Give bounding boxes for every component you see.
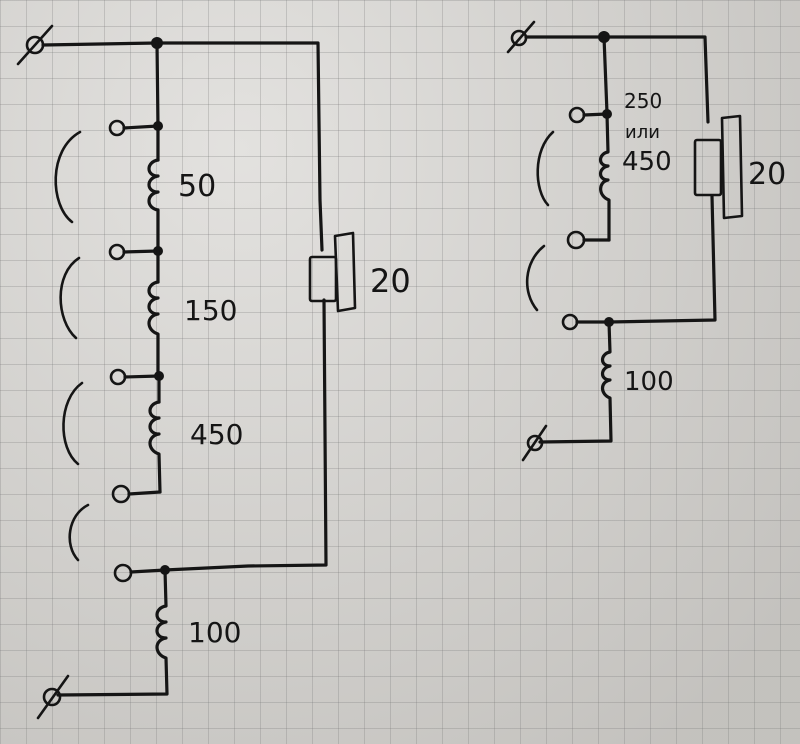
label-coil-450: 450 xyxy=(190,418,243,451)
left-circuit xyxy=(16,24,357,720)
right-main-wire xyxy=(602,35,609,115)
left-switch-arc-2 xyxy=(59,256,81,340)
label-coil-100-right: 100 xyxy=(624,367,674,397)
left-coil-100 xyxy=(56,568,169,697)
left-switch-arc-1 xyxy=(54,130,82,224)
label-coil-250: 250 xyxy=(624,89,662,113)
label-coil-or: или xyxy=(625,122,660,143)
right-tap-1 xyxy=(568,106,612,124)
label-capacitor-20-right: 20 xyxy=(748,157,786,192)
left-tap-2 xyxy=(108,243,163,261)
left-tap-4 xyxy=(111,484,162,504)
left-tap-3 xyxy=(109,368,164,386)
left-main-wire xyxy=(155,41,160,162)
left-tap-5 xyxy=(113,563,170,583)
right-coil-250-450 xyxy=(598,112,611,242)
label-coil-50: 50 xyxy=(178,169,216,204)
right-coil-100 xyxy=(538,320,613,444)
left-coil-450 xyxy=(148,400,162,494)
right-switch-arc-2 xyxy=(525,244,546,312)
label-coil-100: 100 xyxy=(188,616,241,649)
left-coil-50 xyxy=(147,158,160,252)
left-capacitor xyxy=(308,231,357,313)
label-coil-450-right: 450 xyxy=(622,147,672,177)
right-capacitor xyxy=(693,114,744,220)
right-circuit xyxy=(506,20,744,462)
right-switch-arc-1 xyxy=(536,130,555,207)
right-tap-2 xyxy=(566,230,611,250)
left-bottom-terminal xyxy=(36,674,70,720)
left-bottom-return-wire xyxy=(163,298,328,572)
right-bottom-terminal xyxy=(521,424,548,462)
left-top-wire xyxy=(41,41,324,252)
left-switch-arc-3 xyxy=(62,381,84,466)
right-top-wire xyxy=(524,35,710,124)
label-coil-150: 150 xyxy=(184,294,237,327)
left-coil-150 xyxy=(147,280,160,378)
label-capacitor-20: 20 xyxy=(370,262,411,300)
right-return-wire xyxy=(607,194,717,324)
left-switch-arc-4 xyxy=(68,503,90,562)
right-tap-3 xyxy=(561,313,614,331)
left-tap-1 xyxy=(108,119,163,137)
